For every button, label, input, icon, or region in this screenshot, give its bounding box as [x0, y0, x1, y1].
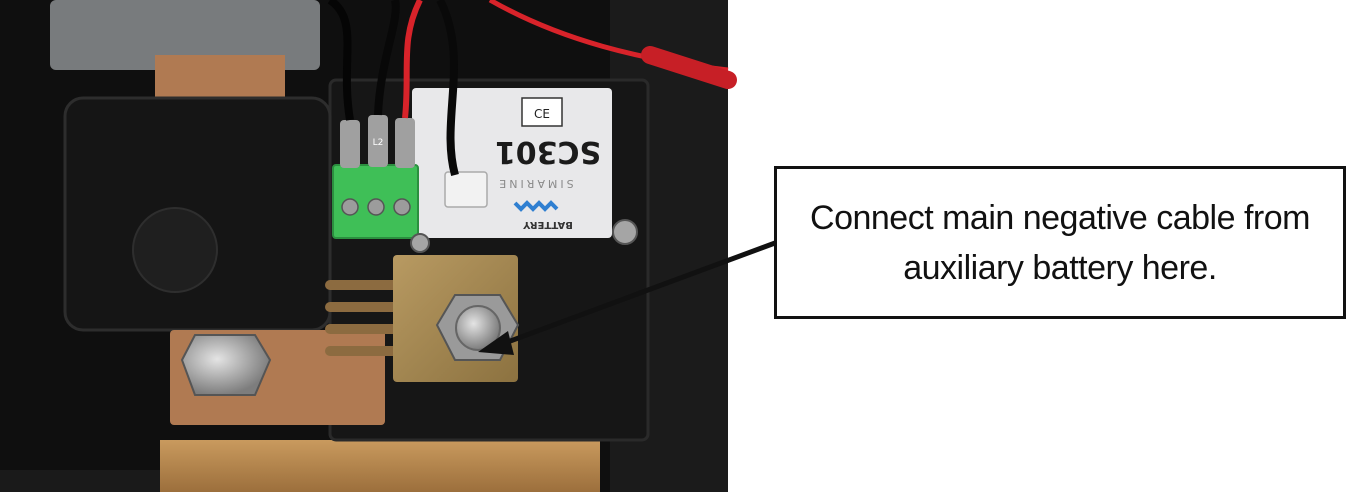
red-sleeve — [641, 46, 737, 89]
callout-box: Connect main negative cable from auxilia… — [774, 166, 1346, 319]
shunt-rod — [325, 280, 405, 290]
ce-mark: CE — [534, 107, 550, 121]
fuse-cover — [50, 0, 320, 70]
left-bolt — [180, 334, 272, 396]
jst-connector — [444, 171, 488, 208]
device-brand: SIMARINE — [496, 177, 573, 190]
connector-mark: L2 — [373, 138, 384, 148]
shunt-rod — [325, 346, 405, 356]
fuse-cap — [132, 207, 218, 293]
callout-pointer-line — [504, 240, 776, 346]
red-wire — [402, 0, 423, 119]
brand-logo-icon — [513, 200, 559, 212]
mounting-screw — [612, 219, 638, 245]
black-wire — [374, 0, 400, 116]
ce-mark-box — [521, 97, 563, 127]
callout-arrowhead-icon — [478, 331, 514, 355]
wood-edge — [0, 470, 160, 492]
terminal-ferrule — [395, 118, 415, 168]
terminal-screw — [393, 198, 411, 216]
device-model: SC301 — [495, 134, 601, 169]
terminal-screw — [341, 198, 359, 216]
terminal-ferrule — [340, 120, 360, 168]
mounting-screw — [410, 233, 430, 253]
black-wire — [327, 0, 354, 121]
device-type: BATTERY — [522, 219, 572, 230]
callout-text: Connect main negative cable from auxilia… — [810, 198, 1310, 287]
black-wire — [436, 0, 459, 177]
negative-terminal-stud — [455, 305, 501, 351]
terminal-ferrule — [368, 115, 388, 167]
wood-shelf — [160, 440, 600, 492]
shunt-rod — [325, 302, 405, 312]
terminal-screw — [367, 198, 385, 216]
shunt-rod — [325, 324, 405, 334]
